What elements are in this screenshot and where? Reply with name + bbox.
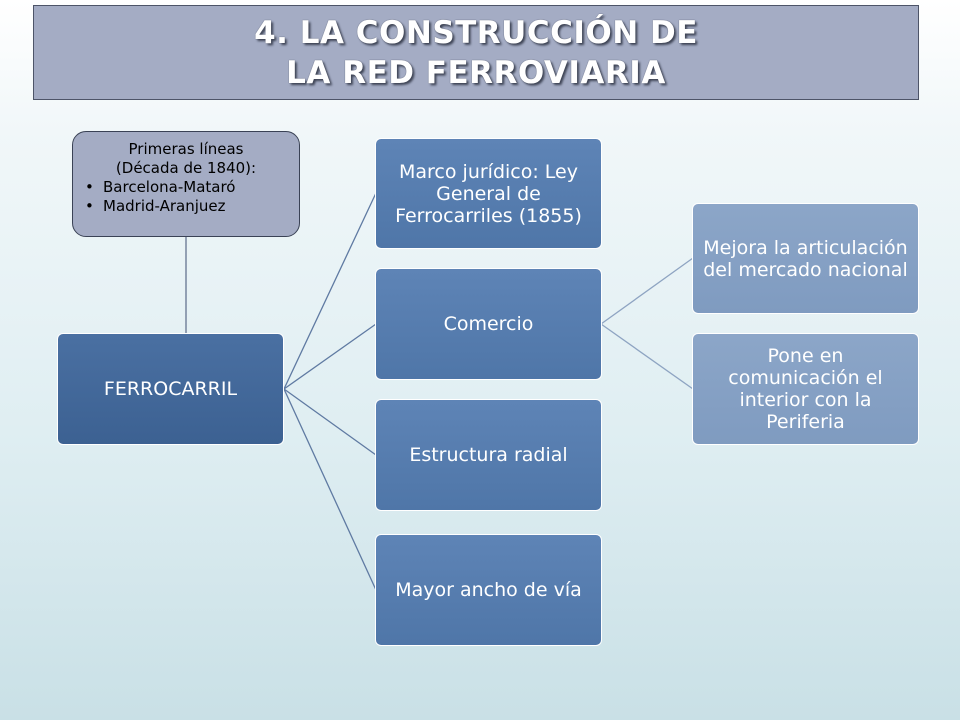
first-lines-callout: Primeras líneas (Década de 1840): • Barce…: [72, 131, 300, 237]
connector-comercio-to-mejora: [600, 257, 694, 325]
bullet-glyph: •: [85, 197, 94, 215]
slide-title: 4. LA CONSTRUCCIÓN DE LA RED FERROVIARIA: [33, 5, 919, 100]
connector-comercio-to-pone: [600, 323, 694, 390]
connector-root-to-marco: [283, 192, 377, 390]
node-ferrocarril: FERROCARRIL: [57, 333, 284, 445]
node-estructura-radial: Estructura radial: [375, 399, 602, 511]
callout-item-label: Barcelona-Mataró: [103, 178, 236, 196]
title-line-2: LA RED FERROVIARIA: [286, 54, 666, 91]
callout-heading-1: Primeras líneas: [128, 140, 244, 158]
callout-list: • Barcelona-Mataró • Madrid-Aranjuez: [83, 178, 289, 216]
callout-heading-2: (Década de 1840):: [115, 159, 257, 177]
callout-item-label: Madrid-Aranjuez: [103, 197, 226, 215]
connector-root-to-estructura: [283, 388, 377, 456]
connector-root-to-comercio: [283, 323, 377, 390]
node-mejora-articulacion: Mejora la articulación del mercado nacio…: [692, 203, 919, 314]
connector-root-to-ancho: [283, 388, 377, 591]
callout-list-item: • Madrid-Aranjuez: [85, 197, 289, 216]
title-line-1: 4. LA CONSTRUCCIÓN DE: [254, 14, 698, 51]
node-comercio: Comercio: [375, 268, 602, 380]
callout-list-item: • Barcelona-Mataró: [85, 178, 289, 197]
node-ancho-via: Mayor ancho de vía: [375, 534, 602, 646]
node-marco-juridico: Marco jurídico: Ley General de Ferrocarr…: [375, 138, 602, 249]
node-pone-comunicacion: Pone en comunicación el interior con la …: [692, 333, 919, 445]
bullet-glyph: •: [85, 178, 94, 196]
